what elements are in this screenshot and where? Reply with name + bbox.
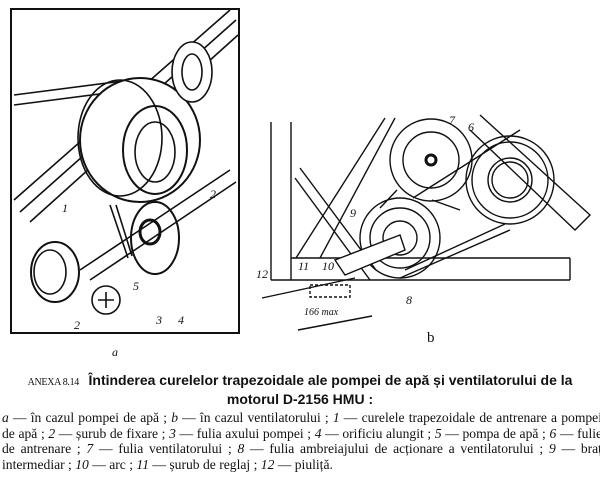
legend-text: șurub de fixare ; [76, 425, 166, 441]
legend-item: 8 — fulia ambreiajului de acționare a ve… [237, 441, 544, 457]
callout-3: 3 [155, 313, 162, 327]
legend-text: arc ; [109, 456, 133, 472]
figure-legend: a — în cazul pompei de apă ; b — în cazu… [0, 410, 600, 472]
legend-key: b [171, 410, 178, 425]
legend-item: 6 — fulie de antrenare ; [2, 426, 600, 457]
legend-key: 10 [75, 456, 89, 472]
legend-item: 5 — pompa de apă ; [434, 425, 546, 441]
callout-1: 1 [62, 201, 68, 215]
legend-key: 6 [549, 425, 557, 441]
legend-item: 11 — șurub de reglaj ; [136, 456, 258, 472]
figure-a-callouts: 1 2 2 3 4 5 a [62, 187, 216, 359]
legend-text: în cazul ventilatorului ; [199, 410, 329, 425]
legend-text: fulia ambreiajului de acționare a ventil… [269, 441, 544, 457]
legend-key: 4 [314, 425, 322, 441]
annex-number: ANEXA 8.14 [27, 377, 80, 388]
callout-5: 5 [133, 279, 139, 293]
callout-9: 9 [350, 206, 356, 220]
callout-4: 4 [178, 313, 184, 327]
legend-key: 1 [332, 410, 340, 425]
legend-text: curelele trapezoidale de antrenare a pom… [2, 410, 600, 441]
figure-caption-title: ANEXA 8.14 Întinderea curelelor trapezoi… [0, 372, 600, 409]
figure-b-fan-drawing [261, 114, 592, 331]
callout-7: 7 [449, 113, 456, 127]
legend-text: pompa de apă ; [462, 425, 546, 441]
legend-text: în cazul pompei de apă ; [30, 410, 168, 425]
legend-text: piuliță. [294, 456, 333, 472]
callout-2: 2 [210, 187, 216, 201]
dimension-166-max: 166 max [304, 307, 339, 318]
legend-text: fulia ventilatorului ; [118, 441, 232, 457]
legend-item: 4 — orificiu alungit ; [314, 425, 432, 441]
figure-a-water-pump-drawing [10, 8, 240, 334]
legend-key: 11 [136, 456, 149, 472]
figure-b-callouts: 7 6 9 11 10 12 8 166 max b [256, 113, 474, 346]
legend-text: șurub de reglaj ; [169, 456, 258, 472]
legend-key: 2 [48, 425, 56, 441]
legend-text: fulia axului pompei ; [196, 425, 312, 441]
figure-a-label: a [112, 345, 118, 359]
callout-6: 6 [468, 120, 474, 134]
legend-item: b — în cazul ventilatorului ; [171, 410, 329, 425]
legend-key: 7 [86, 441, 94, 457]
legend-item: a — în cazul pompei de apă ; [2, 410, 168, 425]
legend-item: 9 — braț intermediar ; [2, 441, 600, 472]
caption-title: Întinderea curelelor trapezoidale ale po… [88, 372, 573, 407]
legend-item: 1 — curelele trapezoidale de antrenare a… [2, 410, 600, 441]
legend-item: 12 — piuliță. [260, 456, 333, 472]
legend-key: 8 [237, 441, 245, 457]
figure-b-label: b [427, 330, 435, 346]
legend-item: 3 — fulia axului pompei ; [169, 425, 312, 441]
legend-item: 10 — arc ; [75, 456, 133, 472]
legend-text: orificiu alungit ; [342, 425, 432, 441]
callout-11: 11 [298, 259, 309, 273]
figure-drawings: 1 2 2 3 4 5 a 7 6 9 11 10 12 8 166 max b [10, 8, 592, 359]
callout-10: 10 [322, 259, 334, 273]
legend-key: 5 [434, 425, 442, 441]
legend-key: 12 [260, 456, 275, 472]
legend-item: 7 — fulia ventilatorului ; [86, 441, 232, 457]
legend-key: a [2, 410, 9, 425]
callout-2: 2 [74, 318, 80, 332]
legend-item: 2 — șurub de fixare ; [48, 425, 166, 441]
callout-12: 12 [256, 267, 268, 281]
callout-8: 8 [406, 293, 412, 307]
legend-key: 3 [169, 425, 176, 441]
legend-text: fulie de antrenare ; [2, 425, 600, 457]
legend-text: braț intermediar ; [2, 441, 600, 472]
legend-key: 9 [548, 441, 556, 457]
